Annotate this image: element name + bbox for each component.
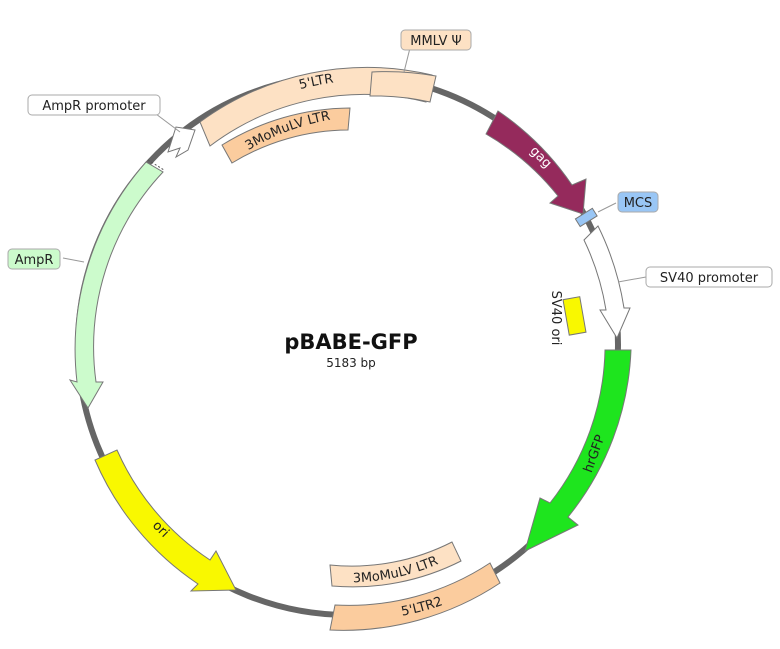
feature-sv40-ori[interactable]: [562, 296, 587, 336]
callout-ampr[interactable]: AmpR: [7, 248, 61, 270]
feature-mmlv-psi[interactable]: [369, 71, 437, 103]
feature-sv40-promoter[interactable]: [583, 225, 631, 340]
feature-ampr-promoter[interactable]: [167, 126, 196, 159]
callout-ampr-promoter[interactable]: AmpR promoter: [27, 94, 161, 116]
feature-5ltr-label: 5'LTR: [298, 72, 335, 93]
feature-mcs[interactable]: [574, 207, 598, 228]
callout-mcs-text: MCS: [624, 196, 653, 211]
feature-5ltr2[interactable]: [329, 562, 501, 631]
callout-mcs[interactable]: MCS: [617, 191, 659, 213]
feature-gag[interactable]: [485, 110, 587, 215]
feature-ampr[interactable]: [68, 161, 164, 409]
callout-sv40-promoter[interactable]: SV40 promoter: [645, 266, 773, 288]
feature-hrgfp[interactable]: [524, 349, 632, 552]
callout-mmlv-psi[interactable]: MMLV Ψ: [400, 29, 472, 51]
leader-lines: [62, 47, 647, 283]
callout-mmlv-psi-text: MMLV Ψ: [410, 34, 462, 49]
feature-sv40-ori-label: SV40 ori: [548, 291, 563, 346]
feature-3momulv-ltr-bottom[interactable]: [329, 541, 462, 588]
ampr-dotted-divider: [147, 159, 165, 171]
callout-ampr-text: AmpR: [15, 253, 54, 268]
plasmid-name: pBABE-GFP: [284, 330, 417, 354]
feature-3momulv-ltr-top[interactable]: [221, 107, 351, 164]
feature-ori[interactable]: [94, 449, 237, 592]
callout-ampr-promoter-text: AmpR promoter: [42, 99, 146, 114]
plasmid-size: 5183 bp: [326, 356, 376, 370]
callout-sv40-promoter-text: SV40 promoter: [660, 271, 759, 286]
